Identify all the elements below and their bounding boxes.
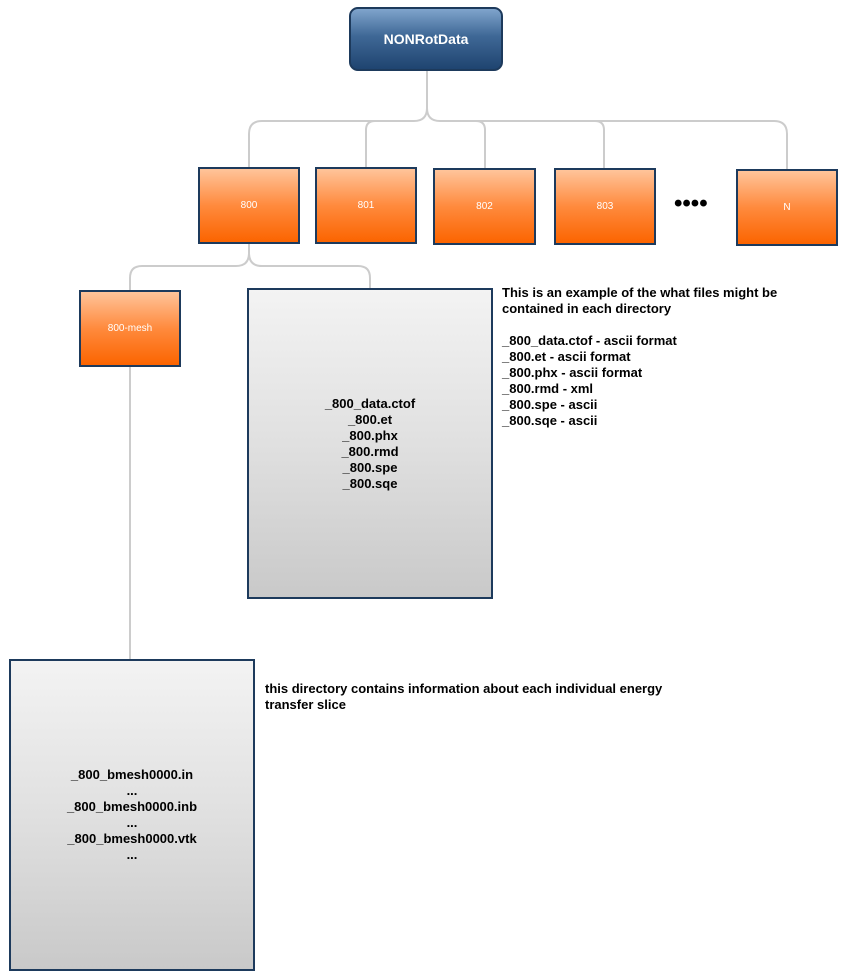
directory-node-n: N [736,169,838,246]
file-name: ... [126,815,138,830]
file-name: ... [126,847,138,862]
connector-root [248,71,428,169]
connector-801 [365,120,376,169]
directory-files-note: This is an example of the what files mig… [502,285,777,429]
directory-node-label: 803 [596,201,614,212]
file-name: _800.spe [342,459,398,475]
note-spacer [502,317,777,333]
directory-node-label: 801 [357,200,375,211]
directory-file-list: _800_data.ctof _800.et _800.phx _800.rmd… [325,396,415,492]
directory-files-box: _800_data.ctof _800.et _800.phx _800.rmd… [247,288,493,599]
subdirectory-node-label: 800-mesh [107,323,153,334]
connector-803 [594,120,605,169]
note-line: this directory contains information abou… [265,681,663,696]
format-line: _800_data.ctof - ascii format [502,333,677,348]
connector-800-files [248,252,371,289]
root-node-label: NONRotData [383,31,469,47]
format-line: _800.sqe - ascii [502,413,598,428]
file-name: _800.sqe [342,475,398,491]
note-line: This is an example of the what files mig… [502,285,778,300]
format-line: _800.rmd - xml [502,381,594,396]
directory-node-802: 802 [433,168,536,245]
directory-node-label: 802 [476,201,493,212]
file-name: _800.phx [342,427,398,443]
connector-root-right [426,107,788,170]
file-name: _800.et [347,411,393,427]
mesh-files-box: _800_bmesh0000.in ... _800_bmesh0000.inb… [9,659,255,971]
note-line: transfer slice [265,697,346,712]
directory-node-label: 800 [240,200,258,211]
file-name: _800_bmesh0000.in [70,767,194,782]
directory-node-800: 800 [198,167,300,244]
more-directories-ellipsis: •••• [674,190,708,217]
format-line: _800.et - ascii format [502,349,631,364]
format-line: _800.phx - ascii format [502,365,643,380]
note-line: contained in each directory [502,301,672,316]
connector-800-children [129,243,250,291]
file-name: ... [126,783,138,798]
mesh-file-list: _800_bmesh0000.in ... _800_bmesh0000.inb… [67,767,197,863]
root-node: NONRotData [349,7,503,71]
subdirectory-node-800-mesh: 800-mesh [79,290,181,367]
directory-node-803: 803 [554,168,656,245]
mesh-files-note: this directory contains information abou… [265,681,662,713]
file-name: _800_bmesh0000.inb [66,799,198,814]
directory-node-801: 801 [315,167,417,244]
directory-node-label: N [783,202,791,213]
file-name: _800.rmd [341,443,399,459]
file-name: _800_data.ctof [324,395,416,411]
format-line: _800.spe - ascii [502,397,598,412]
file-name: _800_bmesh0000.vtk [67,831,197,846]
connector-802 [475,120,486,169]
